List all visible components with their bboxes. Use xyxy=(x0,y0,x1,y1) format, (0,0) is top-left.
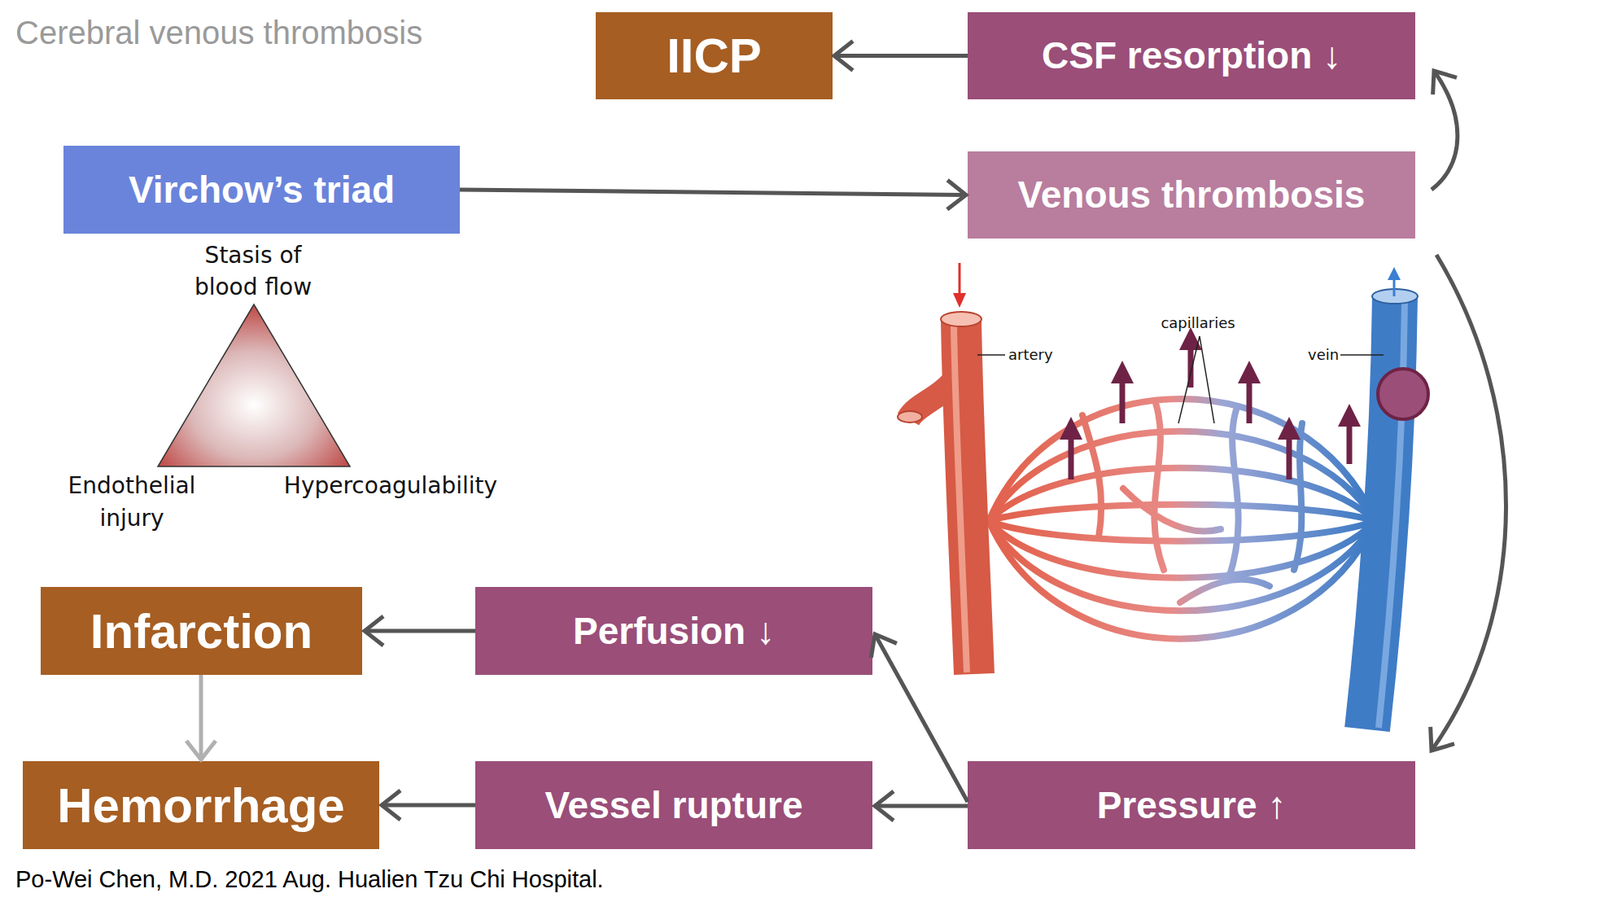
capillary xyxy=(1293,423,1303,570)
mechanism-box: Perfusion ↓ xyxy=(475,586,873,675)
process-box: Venous thrombosis xyxy=(967,151,1416,239)
artery-opening xyxy=(897,410,923,423)
arrow-shaft xyxy=(958,262,962,295)
arrow-head xyxy=(1059,416,1083,440)
vein-tube xyxy=(1367,296,1395,730)
connector-arrow xyxy=(364,629,476,634)
arrow-shaft xyxy=(1246,380,1253,424)
thrombus-marker xyxy=(1377,368,1429,420)
triad-label: Hypercoagulability xyxy=(252,469,529,503)
flow-arrow-out xyxy=(1387,266,1401,297)
box-label: CSF resorption ↓ xyxy=(1041,34,1342,78)
diagram-title: Cerebral venous thrombosis xyxy=(15,14,423,52)
pressure-arrows xyxy=(1059,327,1361,480)
outcome-box: Hemorrhage xyxy=(22,760,380,849)
mechanism-box: Pressure ↑ xyxy=(967,760,1416,849)
part-name: vein xyxy=(1307,345,1339,364)
artery-opening xyxy=(940,311,982,327)
box-label: Pressure ↑ xyxy=(1097,783,1287,827)
capillary xyxy=(1154,402,1164,570)
box-label: IICP xyxy=(666,27,762,84)
box-label: Virchow’s triad xyxy=(128,168,395,212)
vein-highlight xyxy=(1378,302,1405,728)
capillary xyxy=(988,467,1376,521)
leader-line xyxy=(1178,336,1200,424)
capillary-network xyxy=(988,398,1376,639)
capillary xyxy=(988,431,1376,521)
connector-arrow xyxy=(874,804,968,809)
part-name: artery xyxy=(1008,345,1054,364)
connector-arrow xyxy=(834,53,968,58)
leader-line xyxy=(1340,354,1384,356)
mechanism-box: CSF resorption ↓ xyxy=(967,12,1416,100)
leader-line xyxy=(1199,336,1215,424)
capillary xyxy=(988,398,1376,521)
artery-highlight xyxy=(953,325,967,673)
connector-arrow xyxy=(874,633,968,802)
capillary xyxy=(1180,579,1270,603)
arrow-head xyxy=(953,292,967,308)
outcome-box: IICP xyxy=(595,12,833,100)
virchow-triangle xyxy=(157,304,350,467)
box-label: Hemorrhage xyxy=(56,777,345,834)
arrow-head xyxy=(1337,403,1361,427)
arrow-shaft xyxy=(1286,436,1293,480)
box-label: Venous thrombosis xyxy=(1018,173,1366,217)
arrow-head xyxy=(1277,416,1301,440)
leader-lines xyxy=(977,336,1384,424)
triad-label: Stasis of blood flow xyxy=(171,239,335,303)
connector-arrow xyxy=(1431,70,1458,190)
connector-arrow xyxy=(381,803,476,808)
arrow-shaft xyxy=(1068,436,1075,480)
outcome-box: Infarction xyxy=(40,586,363,675)
capillary xyxy=(1082,415,1102,538)
arrow-head xyxy=(1237,360,1261,384)
capillary xyxy=(988,504,1376,521)
mechanism-box: Vessel rupture xyxy=(475,760,873,849)
leader-line xyxy=(977,354,1006,356)
capillary xyxy=(1228,406,1239,578)
connector-arrow xyxy=(459,189,967,196)
capillary xyxy=(1123,488,1221,532)
triad-label: Endothelial injury xyxy=(42,469,222,535)
box-label: Infarction xyxy=(90,603,313,660)
arrow-shaft xyxy=(1119,380,1126,424)
connector-arrow xyxy=(199,674,204,760)
arrow-head xyxy=(1387,266,1401,280)
connector-arrow xyxy=(1431,254,1507,751)
arrow-shaft xyxy=(1346,423,1353,464)
cause-box: Virchow’s triad xyxy=(63,145,460,234)
artery xyxy=(897,311,982,674)
part-name: capillaries xyxy=(1132,314,1264,333)
flow-arrow-in xyxy=(953,262,967,308)
arrow-shaft xyxy=(1393,278,1396,297)
arrow-head xyxy=(1110,360,1134,384)
capillary xyxy=(988,520,1376,639)
credit-caption: Po-Wei Chen, M.D. 2021 Aug. Hualien Tzu … xyxy=(15,865,604,893)
box-label: Vessel rupture xyxy=(544,783,803,827)
box-label: Perfusion ↓ xyxy=(572,609,775,653)
